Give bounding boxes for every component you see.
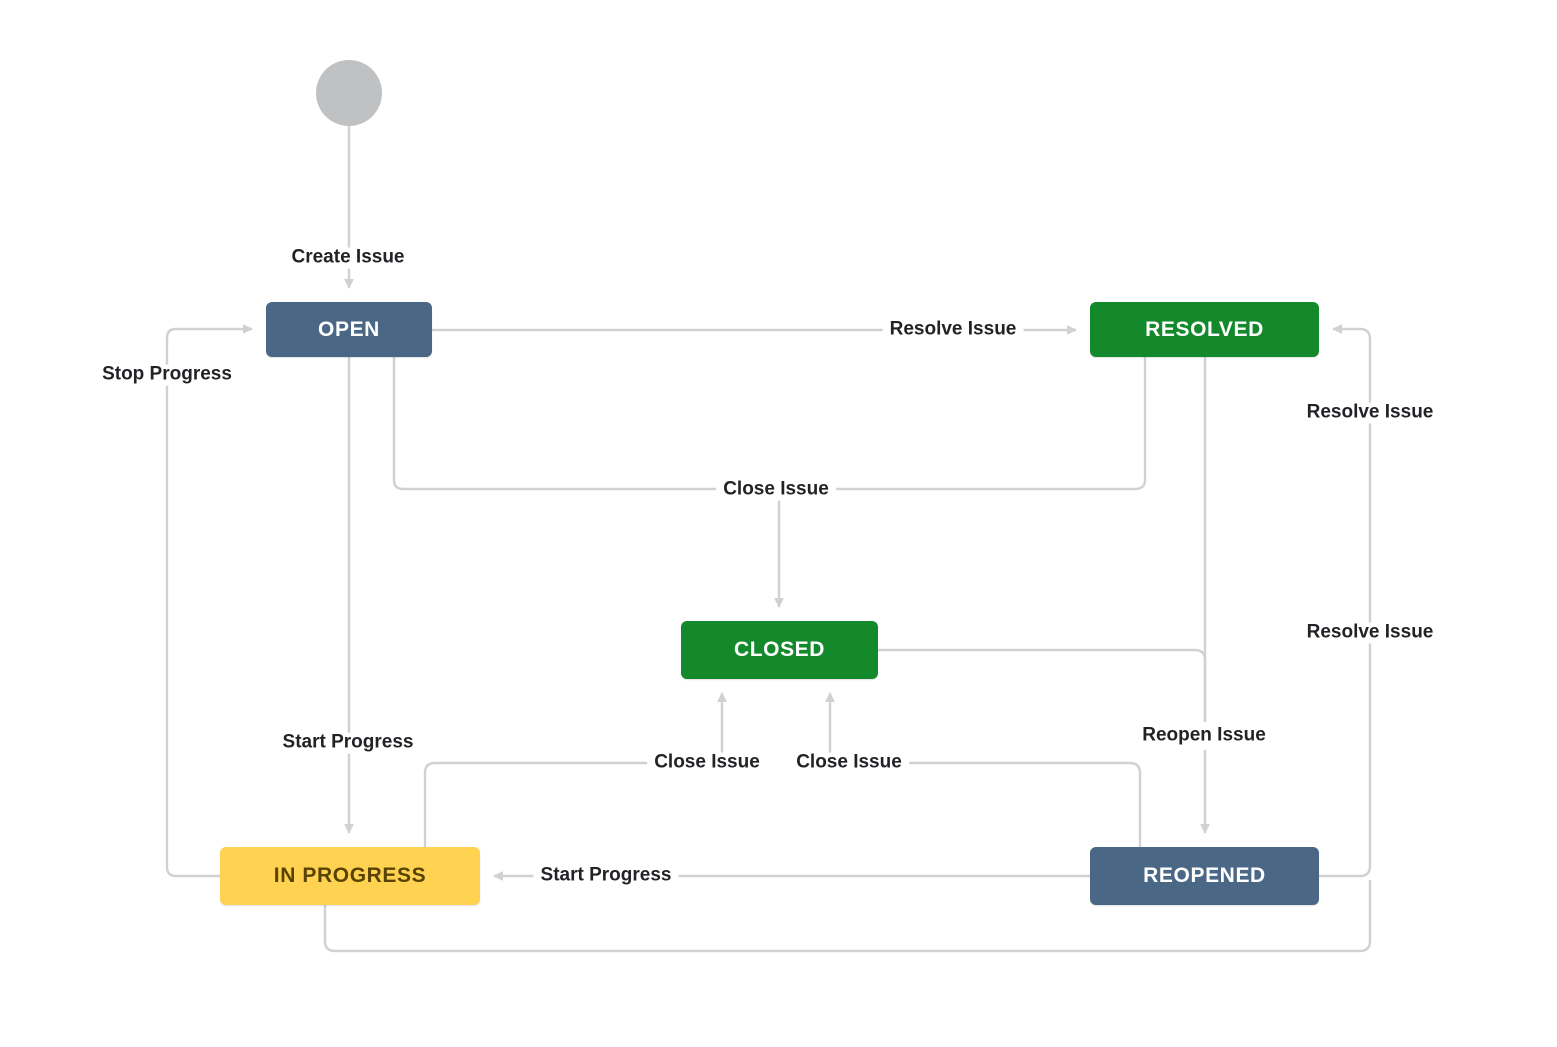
edge-label-open-resolve: Resolve Issue bbox=[882, 319, 1024, 341]
node-resolved[interactable]: RESOLVED bbox=[1090, 302, 1319, 357]
node-in-progress[interactable]: IN PROGRESS bbox=[220, 847, 480, 905]
node-closed-label: CLOSED bbox=[733, 638, 826, 661]
edge-label-closed-reopen: Reopen Issue bbox=[1135, 725, 1273, 747]
node-closed[interactable]: CLOSED bbox=[681, 621, 878, 679]
node-resolved-label: RESOLVED bbox=[1145, 317, 1264, 341]
edge-label-create-issue: Create Issue bbox=[284, 247, 412, 269]
start-node bbox=[316, 60, 382, 126]
edge-label-reopened-resolve: Resolve Issue bbox=[1299, 402, 1441, 424]
edge-label-inprogress-resolve: Resolve Issue bbox=[1299, 622, 1441, 644]
edge-label-inprogress-close: Close Issue bbox=[647, 752, 767, 774]
edge-inprogress-resolve bbox=[323, 880, 1372, 953]
edge-label-open-start-progress: Start Progress bbox=[275, 732, 421, 754]
edge-closed-reopen bbox=[878, 648, 1207, 722]
edge-open-close bbox=[392, 357, 1147, 491]
edge-reopened-close bbox=[830, 761, 1142, 847]
node-reopened-label: REOPENED bbox=[1143, 864, 1266, 887]
edge-stop-progress bbox=[165, 324, 253, 878]
edge-inprogress-close bbox=[423, 761, 722, 847]
edge-label-reopened-close: Close Issue bbox=[789, 752, 909, 774]
node-reopened[interactable]: REOPENED bbox=[1090, 847, 1319, 905]
node-in-progress-label: IN PROGRESS bbox=[273, 864, 427, 887]
edge-reopened-resolve bbox=[1319, 324, 1372, 878]
node-open[interactable]: OPEN bbox=[266, 302, 432, 357]
node-open-label: OPEN bbox=[318, 317, 380, 341]
edge-label-open-close: Close Issue bbox=[716, 479, 836, 501]
edge-label-reopened-start-progress: Start Progress bbox=[533, 865, 679, 887]
edge-label-stop-progress: Stop Progress bbox=[95, 364, 239, 386]
